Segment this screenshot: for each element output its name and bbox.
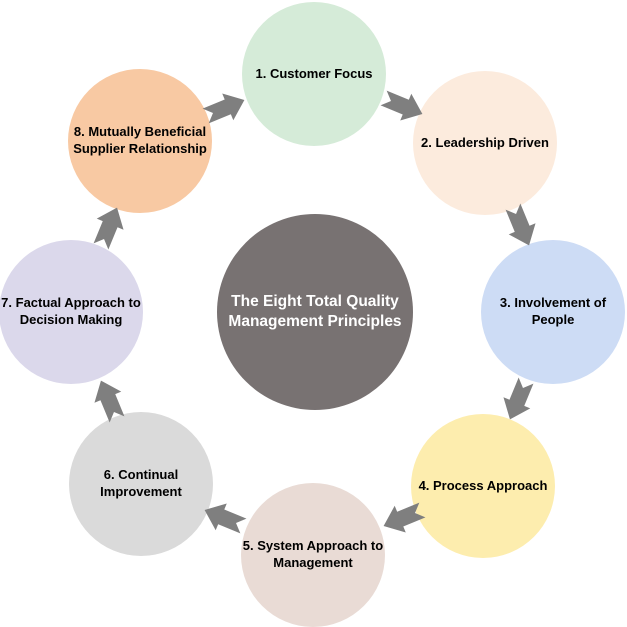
principle-label-7: 7. Factual Approach to Decision Making [1, 295, 141, 327]
center-node: The Eight Total Quality Management Princ… [217, 214, 413, 410]
principle-label-1: 1. Customer Focus [255, 65, 373, 81]
arrow-shape [204, 503, 247, 534]
arrow-shape [383, 502, 426, 533]
principle-label-8: 8. Mutually Beneficial Supplier Relation… [73, 124, 207, 156]
flow-arrow-2-to-3 [505, 203, 536, 246]
arrow-shape [380, 90, 423, 121]
arrow-shape [94, 380, 125, 423]
principle-label-2: 2. Leadership Driven [421, 134, 549, 150]
principle-label-5: 5. System Approach to Management [242, 538, 384, 570]
flow-arrow-6-to-7 [94, 380, 125, 423]
principle-node-4: 4. Process Approach [411, 414, 555, 558]
principle-node-6: 6. Continual Improvement [69, 412, 213, 556]
principle-node-5: 5. System Approach to Management [241, 483, 385, 627]
principle-label-6: 6. Continual Improvement [100, 467, 182, 499]
diagram-title: The Eight Total Quality Management Princ… [228, 292, 402, 330]
flow-arrow-1-to-2 [380, 90, 423, 121]
arrow-shape [202, 93, 245, 124]
principle-node-7: 7. Factual Approach to Decision Making [0, 240, 143, 384]
principle-node-8: 8. Mutually Beneficial Supplier Relation… [68, 69, 212, 213]
flow-arrow-5-to-6 [204, 503, 247, 534]
flow-arrow-8-to-1 [202, 93, 245, 124]
arrow-shape [93, 207, 124, 250]
flow-arrow-4-to-5 [383, 502, 426, 533]
principle-node-3: 3. Involvement of People [481, 240, 625, 384]
principle-label-4: 4. Process Approach [418, 477, 548, 493]
arrow-shape [503, 377, 534, 420]
arrow-shape [505, 203, 536, 246]
flow-arrow-7-to-8 [93, 207, 124, 250]
principle-node-2: 2. Leadership Driven [413, 71, 557, 215]
principle-label-3: 3. Involvement of People [499, 295, 607, 327]
principle-node-1: 1. Customer Focus [242, 2, 386, 146]
flow-arrow-3-to-4 [503, 377, 534, 420]
